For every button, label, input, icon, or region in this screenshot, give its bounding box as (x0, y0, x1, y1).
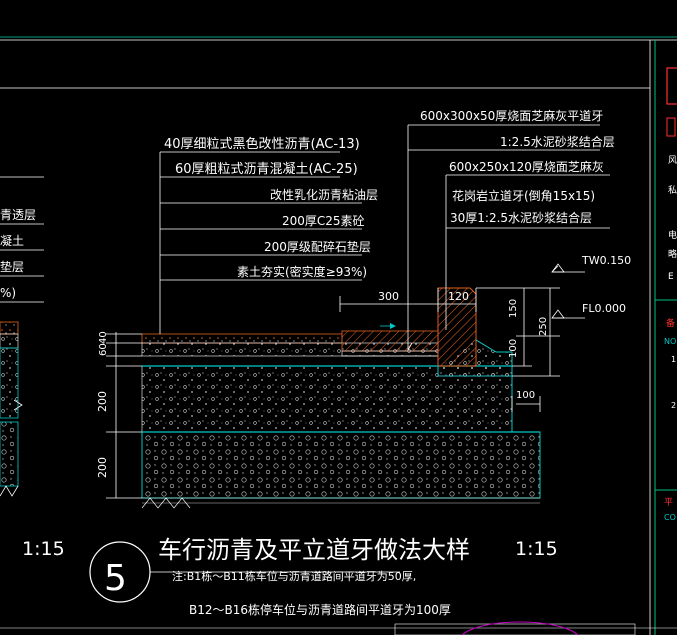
side-label-6: NO (664, 337, 676, 346)
side-label-9: 平 (664, 497, 673, 508)
layer-label-3: 200厚C25素砼 (282, 214, 365, 228)
side-label-2: 电 (668, 229, 677, 241)
dim-40: 40 (98, 331, 109, 344)
layer-label-2: 改性乳化沥青粘油层 (270, 187, 378, 202)
note-line-2: B12～B16栋停车位与沥青道路间平道牙为100厚 (189, 602, 451, 617)
dim-100-h: 100 (516, 390, 535, 401)
dim-250: 250 (538, 317, 549, 336)
note-line-1: 注:B1栋～B11栋车位与沥青道路间平道牙为50厚, (172, 569, 416, 583)
side-label-8: 2 (671, 401, 676, 410)
left-partial-label-1: 凝土 (0, 233, 24, 248)
layer-label-r1: 1:2.5水泥砂浆结合层 (500, 134, 615, 149)
left-partial-label-3: %) (0, 286, 16, 300)
layer-label-r2: 600x250x120厚烧面芝麻灰 (449, 159, 604, 174)
dim-60: 60 (98, 343, 109, 356)
layer-label-1: 60厚粗粒式沥青混凝土(AC-25) (175, 161, 358, 177)
dim-100-v: 100 (508, 339, 519, 358)
side-label-10: CO (664, 513, 676, 522)
layer-label-5: 素土夯实(密实度≥93%) (237, 264, 367, 279)
left-partial-detail: 青透层 凝土 垫层 %) (0, 176, 44, 497)
level-top: TW0.150 (581, 254, 631, 267)
dim-150: 150 (508, 299, 519, 318)
cross-section (141, 287, 541, 509)
level-mark-top (551, 263, 565, 273)
dim-left (106, 332, 142, 499)
level-mark-floor (551, 309, 565, 319)
side-label-5: 备 (666, 317, 675, 329)
left-partial-label-0: 青透层 (0, 208, 36, 222)
layer-label-r0: 600x300x50厚烧面芝麻灰平道牙 (420, 108, 603, 123)
scale-label-right: 1:15 (515, 538, 558, 560)
side-red-box (666, 67, 677, 105)
side-red-mark (666, 117, 676, 137)
detail-title: 车行沥青及平立道牙做法大样 (158, 536, 470, 564)
dim-right (476, 265, 585, 412)
layer-label-4: 200厚级配碎石垫层 (264, 239, 371, 254)
dim-200-b: 200 (96, 457, 109, 478)
dim-200-a: 200 (96, 391, 109, 412)
layer-label-r4: 30厚1:2.5水泥砂浆结合层 (450, 210, 592, 225)
side-label-1: 私 (668, 185, 677, 196)
side-label-0: 风 (668, 155, 677, 166)
layer-gravel-200 (141, 431, 541, 499)
side-label-3: 略 (668, 248, 677, 260)
magenta-mark (461, 621, 579, 635)
scale-label-left: 1:15 (22, 538, 65, 560)
dim-120: 120 (448, 290, 469, 303)
side-label-4: E (668, 272, 674, 282)
dim-300: 300 (378, 290, 399, 303)
title-box-outline (394, 623, 636, 635)
left-leaders (159, 151, 362, 334)
layer-label-0: 40厚细粒式黑色改性沥青(AC-13) (164, 136, 360, 152)
layer-label-r3: 花岗岩立道牙(倒角15x15) (452, 188, 595, 203)
detail-number: 5 (104, 558, 127, 599)
dim-top (339, 288, 477, 327)
flat-curb (341, 330, 439, 352)
left-partial-label-2: 垫层 (0, 259, 24, 274)
layer-asphalt-40 (141, 333, 343, 344)
level-floor: FL0.000 (582, 302, 626, 315)
side-label-7: 1 (671, 355, 676, 364)
